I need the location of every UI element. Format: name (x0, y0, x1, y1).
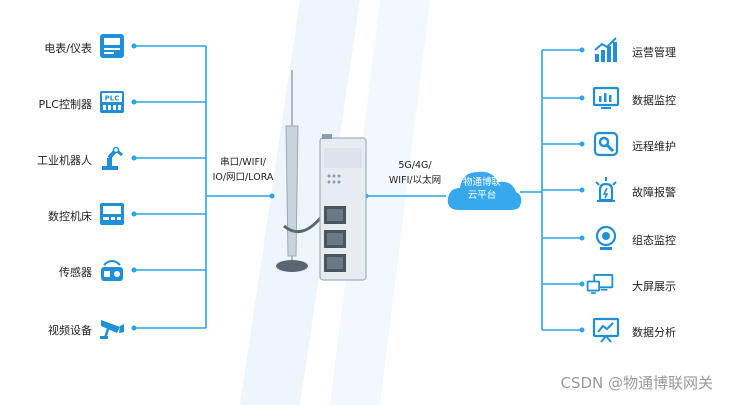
device-label-meter: 电表/仪表 (44, 42, 92, 55)
robot-arm-icon (102, 146, 123, 170)
sensor-icon (101, 260, 123, 281)
device-label-sensor: 传感器 (59, 266, 92, 279)
left-protocol-line1: 串口/WIFI/ (220, 157, 266, 168)
right-protocol-line1: 5G/4G/ (398, 160, 432, 171)
cloud-line2: 云平台 (467, 190, 497, 201)
alarm-icon (595, 177, 617, 202)
device-label-robot: 工业机器人 (37, 154, 92, 167)
bar-chart-icon (594, 37, 617, 62)
cloud-icon (447, 171, 522, 210)
analysis-icon (592, 317, 620, 343)
service-label-alarm: 故障报警 (632, 186, 676, 199)
device-label-plc: PLC控制器 (38, 98, 92, 111)
device-label-camera: 视频设备 (48, 324, 92, 337)
service-label-remote: 远程维护 (632, 140, 676, 153)
webcam-icon (595, 225, 617, 250)
device-label-cnc: 数控机床 (48, 210, 92, 223)
service-label-data-monitor: 数据监控 (632, 94, 676, 107)
screens-icon (586, 274, 614, 294)
left-protocol-line2: IO/网口/LORA (212, 172, 274, 183)
plc-icon-text: PLC (105, 95, 120, 103)
right-protocol-label: 5G/4G/ WIFI/以太网 (376, 158, 454, 188)
right-protocol-line2: WIFI/以太网 (388, 175, 442, 186)
camera-icon (100, 320, 124, 339)
service-label-analysis: 数据分析 (632, 326, 676, 339)
service-label-scada: 组态监控 (632, 234, 676, 247)
plc-icon: PLC (100, 91, 124, 113)
meter-icon (100, 34, 124, 58)
watermark-text: CSDN @物通博联网关 (560, 374, 713, 392)
left-protocol-label: 串口/WIFI/ IO/网口/LORA (208, 155, 278, 185)
service-label-operations: 运营管理 (632, 46, 676, 59)
cloud-line1: 物通博联 (462, 177, 501, 188)
wrench-icon (593, 131, 619, 157)
service-label-screens: 大屏展示 (632, 280, 676, 293)
cnc-machine-icon (100, 203, 124, 225)
cloud-platform-label: 物通博联 云平台 (449, 176, 515, 202)
monitor-chart-icon (592, 86, 620, 109)
gateway-device (276, 70, 367, 281)
